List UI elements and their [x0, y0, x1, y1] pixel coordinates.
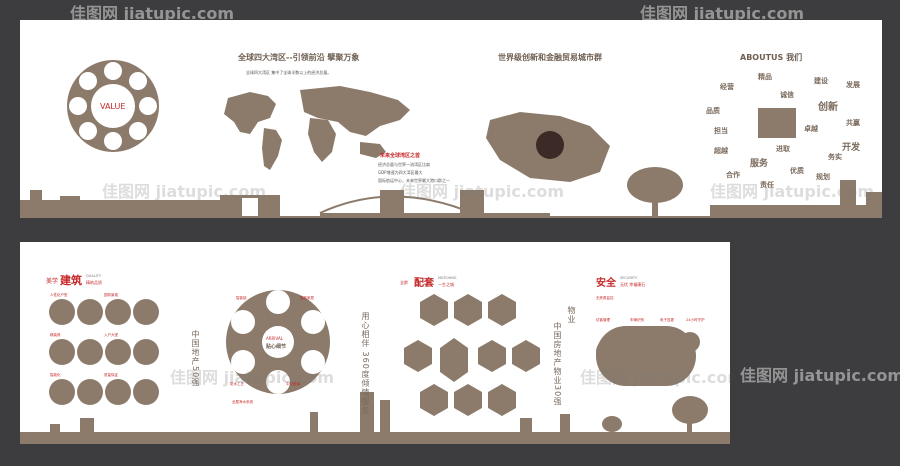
about-word-14: 超越 — [714, 147, 728, 155]
bottom-panel-graphics — [20, 290, 730, 444]
future-item-3: 国际航运中心，未来世界最大港口群之一 — [378, 178, 450, 183]
safety-title: 安全 — [596, 278, 616, 289]
build-label-4: 入户大堂 — [104, 333, 118, 337]
watermark-top-left: 佳图网 jiatupic.com — [70, 4, 235, 23]
build-prefix: 美学 — [46, 278, 59, 285]
care-label-3: 防水工艺 — [230, 382, 244, 386]
watermark-bottom-panel-1: 佳图网 jiatupic.com — [170, 368, 335, 387]
build-label-3: 精装修 — [50, 333, 61, 337]
care-label-1: 智能锁 — [236, 296, 247, 300]
care-label-5: 全屋净水系统 — [232, 400, 253, 404]
watermark-top-panel-3: 佳图网 jiatupic.com — [710, 182, 875, 201]
tree-silhouette — [627, 167, 683, 218]
about-word-7: 品质 — [706, 107, 720, 115]
vert-text-1: 中国地产50强 — [191, 330, 200, 388]
bottom-skyline-silhouette — [20, 392, 730, 444]
about-word-12: 进取 — [776, 145, 790, 153]
about-word-19: 务实 — [828, 153, 842, 161]
watermark-top-right: 佳图网 jiatupic.com — [640, 4, 805, 23]
safety-tag: 无忧 幸福康石 — [620, 282, 646, 287]
facility-prefix: 全龄 — [400, 280, 408, 285]
watermark-right: 佳图网 jiatupic.com — [740, 366, 900, 385]
about-word-6: 创新 — [818, 102, 838, 113]
vert-text-4: 中国房地产物业30强 — [553, 322, 562, 407]
care-label: 贴心细节 — [266, 344, 287, 350]
about-word-18: 责任 — [760, 181, 774, 189]
about-word-16: 规划 — [816, 173, 830, 181]
about-word-10: 开发 — [842, 143, 861, 153]
value-label: VALUE — [100, 102, 126, 111]
future-item-1: 经济总量与世界一流湾区比肩 — [378, 162, 430, 167]
about-photo-frame — [758, 108, 796, 138]
world-map — [224, 86, 410, 170]
build-tag: 精筑品质 — [86, 280, 102, 285]
build-label-2: 园林景观 — [104, 293, 118, 297]
future-title: 未来全球湾区之首 — [380, 153, 421, 159]
about-word-2: 精品 — [758, 73, 772, 81]
about-word-9: 卓越 — [804, 125, 818, 133]
build-label-5: 智能化 — [50, 373, 61, 377]
top-panel-graphics — [20, 60, 882, 218]
about-word-11: 担当 — [714, 127, 728, 135]
care-label-4: 中空玻璃 — [286, 382, 300, 386]
watermark-top-panel-2: 佳图网 jiatupic.com — [400, 182, 565, 201]
city-title: 世界级创新和金融贸易城市群 — [498, 53, 602, 62]
build-en: QUALITY — [86, 274, 101, 278]
about-word-4: 经营 — [720, 83, 734, 91]
safety-label-1: 无死角监控 — [596, 296, 614, 300]
care-center: ARRIVAL — [266, 336, 283, 341]
map-subtitle: 全球四大湾区 集中了全球半数以上的经济总量。 — [246, 70, 332, 75]
build-title: 建筑 — [60, 274, 82, 287]
build-label-1: 人性化户型 — [50, 293, 68, 297]
architecture-circles — [49, 299, 159, 405]
about-word-8: 共赢 — [846, 119, 860, 127]
bottom-display-panel: 美学 建筑 QUALITY 精筑品质 人性化户型 园林景观 精装修 入户大堂 智… — [20, 242, 730, 444]
about-word-15: 优质 — [790, 167, 804, 175]
vert-text-2: 用心相伴 360度倾情服务 — [361, 312, 370, 415]
about-word-3: 建设 — [814, 77, 828, 85]
facility-title: 配套 — [414, 278, 434, 289]
about-word-1: 发展 — [846, 81, 860, 89]
about-title: ABOUTUS 我们 — [740, 53, 803, 62]
facility-en: MATCHING — [438, 276, 457, 280]
value-flower — [67, 60, 159, 152]
care-label-2: 智能家居 — [300, 296, 314, 300]
top-display-panel: VALUE 全球四大湾区--引领前沿 擘聚万象 全球四大湾区 集中了全球半数以上… — [20, 20, 882, 218]
care-flower — [226, 290, 330, 394]
map-title: 全球四大湾区--引领前沿 擘聚万象 — [238, 53, 360, 62]
safety-label-4: 电子巡更 — [660, 318, 674, 322]
safety-label-3: 车辆识别 — [630, 318, 644, 322]
watermark-top-panel-1: 佳图网 jiatupic.com — [102, 182, 267, 201]
future-item-2: GDP增速为四大湾区最大 — [378, 170, 423, 175]
right-skyline-silhouette — [710, 180, 882, 218]
facility-tag: 一生之城 — [438, 282, 454, 287]
city-map — [486, 112, 610, 182]
about-word-13: 服务 — [750, 159, 769, 169]
watermark-bottom-panel-2: 佳图网 jiatupic.com — [580, 368, 730, 387]
build-label-6: 质量保证 — [104, 373, 118, 377]
safety-label-2: 访客管理 — [596, 318, 610, 322]
vert-text-3: 物业 — [567, 306, 576, 324]
facility-hexagons — [404, 294, 540, 416]
left-skyline-silhouette — [20, 190, 280, 218]
bridge-silhouette — [319, 190, 550, 216]
safety-en: SECURITY — [620, 276, 638, 280]
about-word-5: 诚信 — [780, 91, 794, 99]
safety-circles — [596, 326, 700, 386]
about-word-17: 合作 — [726, 171, 740, 179]
safety-label-5: 24小时守护 — [686, 318, 705, 322]
